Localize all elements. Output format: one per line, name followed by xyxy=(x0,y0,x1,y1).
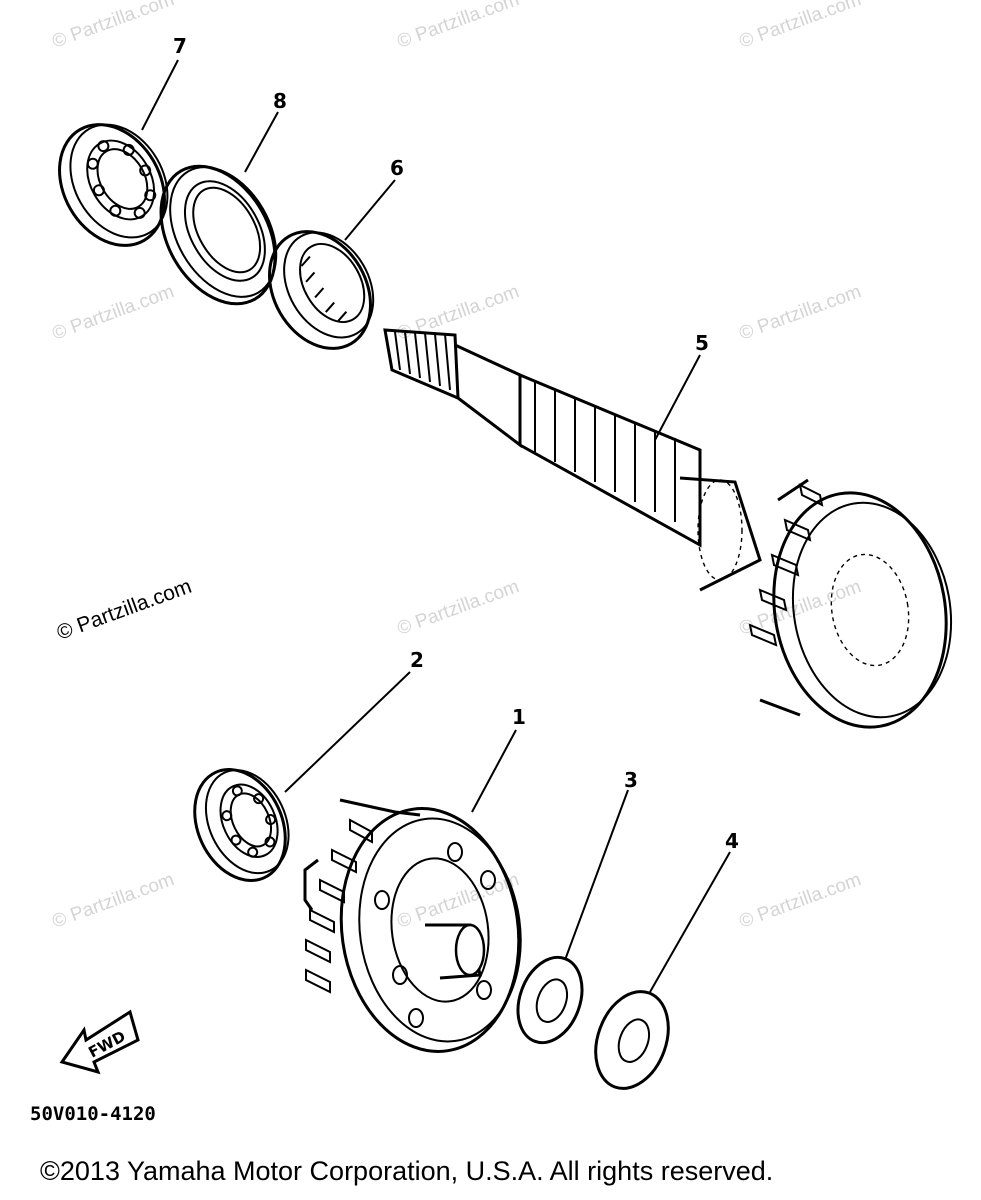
part-1-gear xyxy=(303,798,522,1053)
fwd-arrow: FWD xyxy=(59,1009,140,1075)
part-4-washer xyxy=(594,990,670,1090)
callout-4: 4 xyxy=(725,829,739,853)
watermark: © Partzilla.com xyxy=(395,576,522,640)
part-5-shaft xyxy=(383,328,953,729)
callout-5: 5 xyxy=(695,331,709,355)
watermark: © Partzilla.com xyxy=(50,281,177,345)
callout-labels: 7 8 6 5 2 1 3 4 xyxy=(173,34,739,853)
part-8-seal xyxy=(159,164,278,306)
callout-1: 1 xyxy=(512,705,526,729)
callout-7: 7 xyxy=(173,34,187,58)
watermark-layer: © Partzilla.com © Partzilla.com © Partzi… xyxy=(50,0,864,933)
watermark: © Partzilla.com xyxy=(737,0,864,53)
callout-8: 8 xyxy=(273,89,287,113)
copyright-notice: ©2013 Yamaha Motor Corporation, U.S.A. A… xyxy=(40,1156,773,1186)
callout-6: 6 xyxy=(390,156,404,180)
callout-2: 2 xyxy=(410,648,424,672)
leader-lines xyxy=(141,59,731,993)
watermark: © Partzilla.com xyxy=(50,0,177,53)
diagram-code: 50V010-4120 xyxy=(30,1103,156,1125)
part-7-bearing xyxy=(58,123,169,247)
watermark: © Partzilla.com xyxy=(737,869,864,933)
watermark: © Partzilla.com xyxy=(395,281,522,345)
watermark: © Partzilla.com xyxy=(395,869,522,933)
watermark: © Partzilla.com xyxy=(395,0,522,53)
watermark: © Partzilla.com xyxy=(50,869,177,933)
watermark: © Partzilla.com xyxy=(737,281,864,345)
partzilla-watermark-dark: © Partzilla.com xyxy=(54,575,195,645)
callout-3: 3 xyxy=(624,768,638,792)
watermark: © Partzilla.com xyxy=(737,576,864,640)
part-2-bearing xyxy=(193,768,290,882)
